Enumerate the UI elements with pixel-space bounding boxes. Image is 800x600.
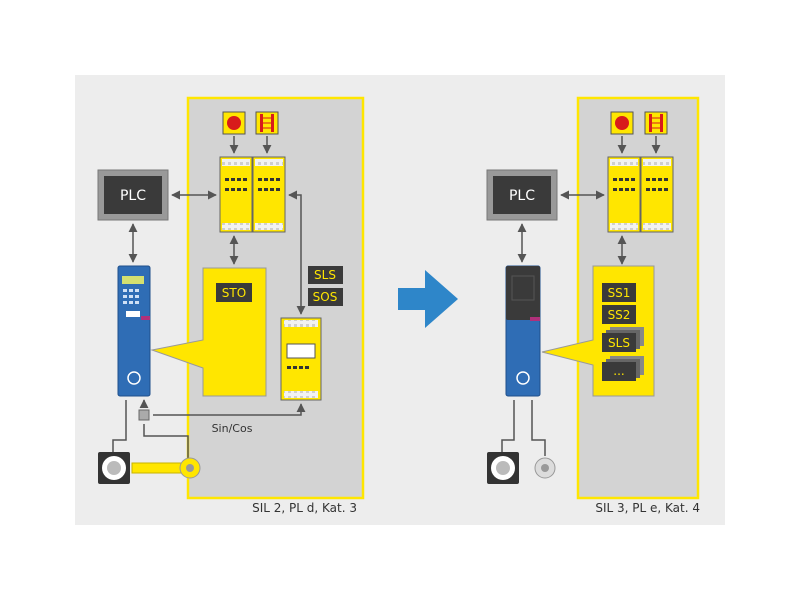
sos-badge bbox=[308, 288, 343, 306]
sls-badge-left bbox=[308, 266, 343, 284]
sos-label: SOS bbox=[313, 290, 338, 304]
more-functions-badge bbox=[602, 362, 636, 381]
ss2-badge bbox=[602, 305, 636, 324]
plc-box-right: PLC bbox=[486, 169, 558, 221]
sls-badge-right bbox=[602, 333, 636, 352]
encoder-label: Sin/Cos bbox=[212, 422, 253, 435]
emergency-stop-icon bbox=[222, 111, 246, 135]
motor-icon-right bbox=[487, 452, 519, 484]
emergency-stop-icon-right bbox=[610, 111, 634, 135]
plc-label-left: PLC bbox=[120, 188, 146, 204]
plc-label-right: PLC bbox=[509, 188, 535, 204]
drive-unit-right bbox=[505, 265, 541, 397]
sls-label-right: SLS bbox=[608, 336, 630, 350]
speed-monitor-module bbox=[280, 317, 322, 401]
safety-controller-right bbox=[607, 156, 674, 233]
safety-controller bbox=[219, 156, 286, 233]
transition-arrow bbox=[398, 270, 458, 328]
encoder-splitter bbox=[138, 409, 150, 421]
right-diagram: PLC SS1 SS2 SLS ... bbox=[486, 96, 700, 515]
encoder-icon-right bbox=[534, 457, 556, 479]
ss1-label: SS1 bbox=[608, 286, 631, 300]
light-curtain-icon bbox=[255, 111, 279, 135]
sto-label: STO bbox=[222, 286, 246, 300]
left-diagram: PLC STO SLS SOS bbox=[97, 96, 365, 515]
plc-box-left: PLC bbox=[97, 169, 169, 221]
caption-right: SIL 3, PL e, Kat. 4 bbox=[595, 501, 700, 515]
belt-drive-left bbox=[131, 457, 201, 479]
sls-label-left: SLS bbox=[314, 268, 336, 282]
caption-left: SIL 2, PL d, Kat. 3 bbox=[252, 501, 357, 515]
ss2-label: SS2 bbox=[608, 308, 631, 322]
light-curtain-icon-right bbox=[644, 111, 668, 135]
more-functions-label: ... bbox=[613, 364, 624, 378]
ss1-badge bbox=[602, 283, 636, 302]
sto-badge bbox=[216, 283, 252, 302]
motor-icon-left bbox=[98, 452, 130, 484]
drive-unit-left bbox=[117, 265, 151, 397]
